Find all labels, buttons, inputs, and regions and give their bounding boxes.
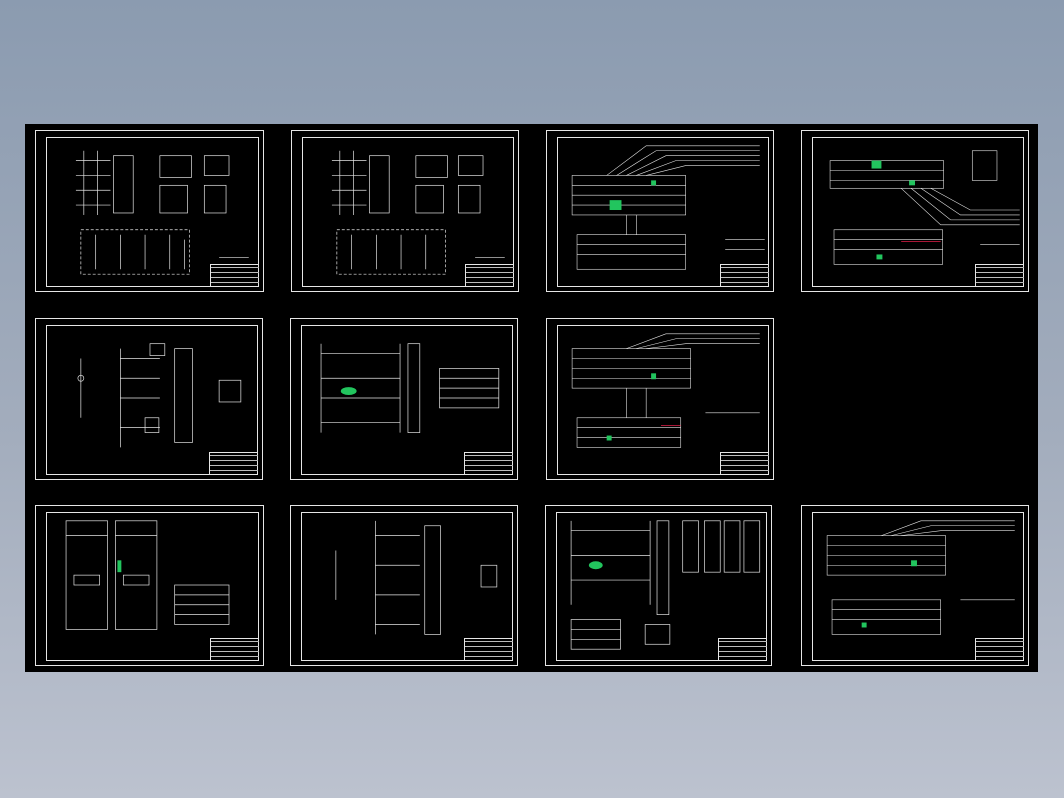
drawing-sheet[interactable] bbox=[801, 505, 1029, 666]
sheet-linework bbox=[65, 520, 230, 630]
drawing-sheet[interactable] bbox=[546, 130, 774, 292]
drawing-sheet[interactable] bbox=[35, 505, 264, 666]
sheet-border bbox=[812, 512, 1024, 661]
sheet-border bbox=[46, 137, 259, 287]
sheet-linework bbox=[571, 145, 765, 270]
drawing-sheet[interactable] bbox=[35, 318, 263, 480]
title-block bbox=[209, 452, 258, 475]
drawing-sheet[interactable] bbox=[801, 130, 1029, 292]
title-block bbox=[464, 452, 513, 475]
drawing-sheet[interactable] bbox=[290, 318, 518, 480]
sheet-linework bbox=[570, 520, 761, 650]
sheet-border bbox=[301, 512, 513, 661]
drawing-sheet[interactable] bbox=[35, 130, 264, 292]
sheet-linework bbox=[320, 343, 500, 433]
sheet-border bbox=[301, 325, 513, 475]
title-block bbox=[210, 638, 259, 661]
title-block bbox=[720, 264, 769, 287]
cad-modelspace[interactable] bbox=[25, 124, 1038, 672]
sheet-border bbox=[557, 325, 769, 475]
drawing-sheet[interactable] bbox=[291, 130, 519, 292]
title-block bbox=[718, 638, 767, 661]
drawing-sheet[interactable] bbox=[546, 318, 774, 480]
sheet-linework bbox=[571, 333, 760, 448]
sheet-linework bbox=[826, 520, 1015, 635]
sheet-border bbox=[302, 137, 514, 287]
sheet-linework bbox=[829, 150, 1020, 265]
title-block bbox=[465, 264, 514, 287]
sheet-border bbox=[46, 325, 258, 475]
sheet-border bbox=[46, 512, 259, 661]
sheet-linework bbox=[75, 150, 249, 275]
sheet-linework bbox=[77, 343, 242, 448]
title-block bbox=[720, 452, 769, 475]
drawing-sheet[interactable] bbox=[545, 505, 772, 666]
sheet-border bbox=[557, 137, 769, 287]
sheet-linework bbox=[335, 520, 498, 635]
title-block bbox=[975, 264, 1024, 287]
sheet-border bbox=[556, 512, 767, 661]
drawing-sheet[interactable] bbox=[290, 505, 518, 666]
title-block bbox=[210, 264, 259, 287]
sheet-linework bbox=[331, 150, 505, 275]
title-block bbox=[975, 638, 1024, 661]
title-block bbox=[464, 638, 513, 661]
sheet-border bbox=[812, 137, 1024, 287]
